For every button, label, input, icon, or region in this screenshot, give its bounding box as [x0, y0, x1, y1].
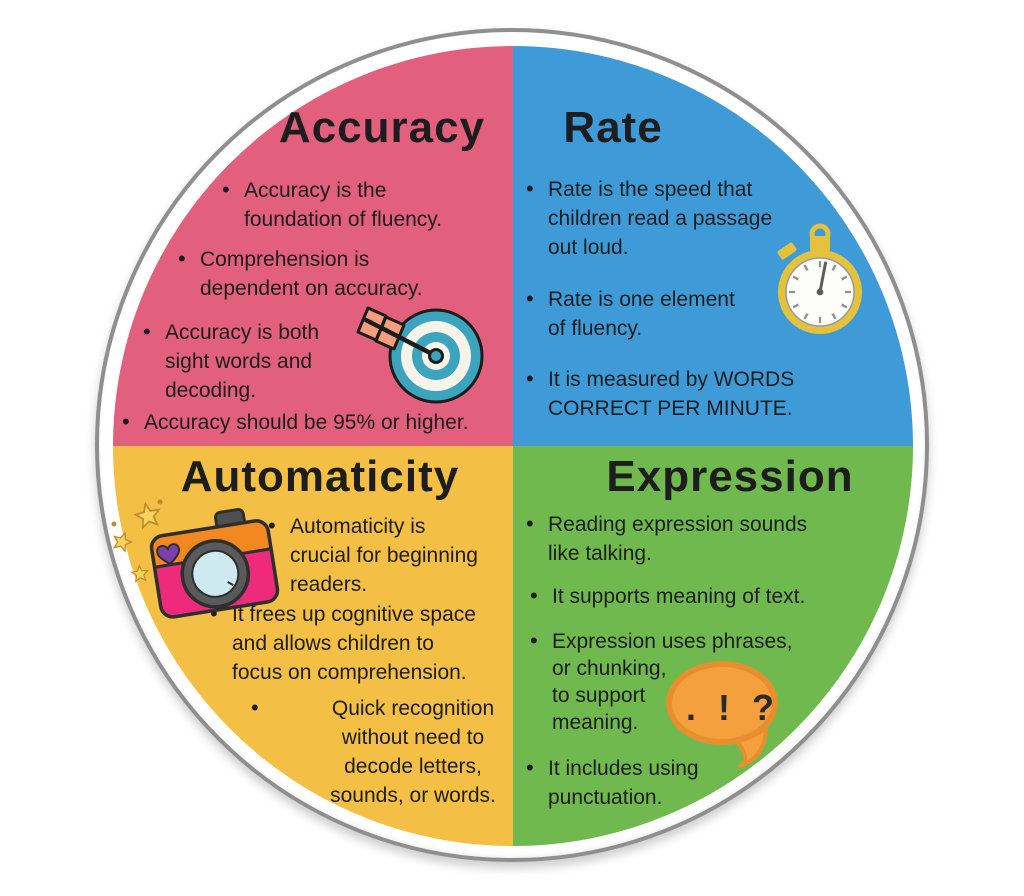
automaticity-bullet-2: It frees up cognitive space and allows c…	[204, 599, 476, 687]
automaticity-bullet-1: Automaticity is crucial for beginning re…	[262, 511, 478, 599]
expression-bullet-1: Reading expression sounds like talking.	[520, 509, 807, 568]
rate-bullet-3: It is measured by WORDS CORRECT PER MINU…	[520, 364, 794, 423]
expression-bullet-4: It includes using punctuation.	[520, 753, 699, 812]
expression-title: Expression	[606, 452, 854, 501]
punctuation-text: . ! ?	[686, 687, 780, 728]
camera-icon	[111, 499, 280, 619]
accuracy-bullet-1: Accuracy is the foundation of fluency.	[216, 175, 442, 234]
accuracy-bullet-3: Accuracy is both sight words and decodin…	[137, 317, 319, 405]
expression-bullet-3: Expression uses phrases, or chunking, to…	[524, 627, 792, 736]
rate-bullet-1: Rate is the speed that children read a p…	[520, 174, 772, 262]
stopwatch-icon	[777, 223, 862, 334]
rate-title: Rate	[563, 103, 663, 152]
automaticity-title: Automaticity	[180, 452, 460, 501]
accuracy-bullet-4: Accuracy should be 95% or higher.	[116, 407, 469, 437]
accuracy-title: Accuracy	[278, 103, 486, 152]
automaticity-bullet-3: Quick recognition without need to decode…	[245, 693, 553, 810]
target-icon	[356, 306, 484, 404]
speech-bubble-icon: . ! ?	[666, 661, 780, 768]
expression-bullet-2: It supports meaning of text.	[524, 581, 805, 611]
rate-bullet-2: Rate is one element of fluency.	[520, 284, 735, 343]
accuracy-bullet-2: Comprehension is dependent on accuracy.	[172, 244, 423, 303]
